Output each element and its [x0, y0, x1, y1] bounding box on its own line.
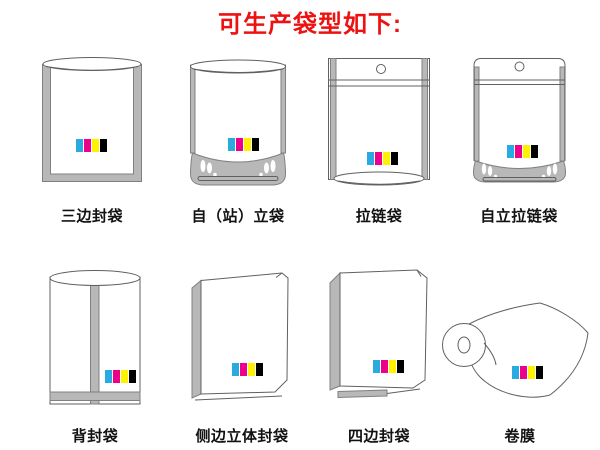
cyan-swatch — [76, 139, 83, 152]
cyan-swatch — [105, 370, 112, 383]
magenta-swatch — [381, 360, 388, 373]
magenta-swatch — [515, 145, 522, 158]
magenta-swatch — [240, 363, 247, 376]
yellow-swatch — [383, 152, 390, 165]
black-swatch — [129, 370, 136, 383]
yellow-swatch — [92, 139, 99, 152]
page-title: 可生产袋型如下: — [218, 11, 402, 38]
cmyk-print-mark — [228, 138, 259, 151]
cmyk-print-mark — [512, 366, 543, 379]
cmyk-print-mark — [373, 360, 404, 373]
yellow-swatch — [248, 363, 255, 376]
figure-side-gusset-bag — [190, 272, 290, 402]
cyan-swatch — [232, 363, 239, 376]
black-swatch — [397, 360, 404, 373]
yellow-swatch — [523, 145, 530, 158]
figure-back-seal-bag — [48, 268, 142, 406]
bag-label-four-side-seal: 四边封袋 — [347, 428, 410, 445]
black-swatch — [252, 138, 259, 151]
figure-zipper-bag — [328, 58, 430, 186]
cmyk-print-mark — [232, 363, 263, 376]
bag-label-side-gusset: 侧边立体封袋 — [195, 428, 289, 445]
yellow-swatch — [121, 370, 128, 383]
four-side-seal-bag-icon — [329, 269, 428, 398]
bag-label-roll-film: 卷膜 — [504, 428, 536, 445]
cmyk-print-mark — [367, 152, 398, 165]
black-swatch — [256, 363, 263, 376]
back-seal-bag-icon — [49, 270, 141, 405]
cyan-swatch — [512, 366, 519, 379]
yellow-swatch — [528, 366, 535, 379]
bag-label-back-seal: 背封袋 — [71, 428, 119, 445]
cmyk-print-mark — [76, 139, 107, 152]
bag-label-stand-up-zipper: 自立拉链袋 — [480, 208, 558, 225]
yellow-swatch — [244, 138, 251, 151]
three-side-seal-bag-icon — [42, 57, 142, 182]
zipper-bag-icon — [328, 58, 430, 186]
black-swatch — [391, 152, 398, 165]
magenta-swatch — [236, 138, 243, 151]
figure-stand-up-zipper-bag — [473, 57, 566, 183]
magenta-swatch — [84, 139, 91, 152]
black-swatch — [100, 139, 107, 152]
figure-stand-up-bag — [190, 57, 286, 187]
bag-label-zipper: 拉链袋 — [355, 208, 403, 225]
magenta-swatch — [113, 370, 120, 383]
bag-label-three-side-seal: 三边封袋 — [60, 208, 123, 225]
cyan-swatch — [367, 152, 374, 165]
roll-film-icon — [442, 302, 589, 398]
cyan-swatch — [507, 145, 514, 158]
figure-roll-film — [442, 302, 590, 402]
stand-up-zipper-bag-icon — [473, 58, 566, 183]
magenta-swatch — [520, 366, 527, 379]
bag-label-stand-up: 自（站）立袋 — [191, 208, 285, 225]
cyan-swatch — [228, 138, 235, 151]
figure-four-side-seal-bag — [328, 268, 430, 398]
cmyk-print-mark — [105, 370, 136, 383]
stand-up-bag-icon — [190, 59, 286, 186]
figure-three-side-seal-bag — [42, 55, 142, 182]
cmyk-print-mark — [507, 145, 538, 158]
black-swatch — [536, 366, 543, 379]
yellow-swatch — [389, 360, 396, 373]
side-gusset-bag-icon — [191, 272, 289, 401]
cyan-swatch — [373, 360, 380, 373]
black-swatch — [531, 145, 538, 158]
magenta-swatch — [375, 152, 382, 165]
